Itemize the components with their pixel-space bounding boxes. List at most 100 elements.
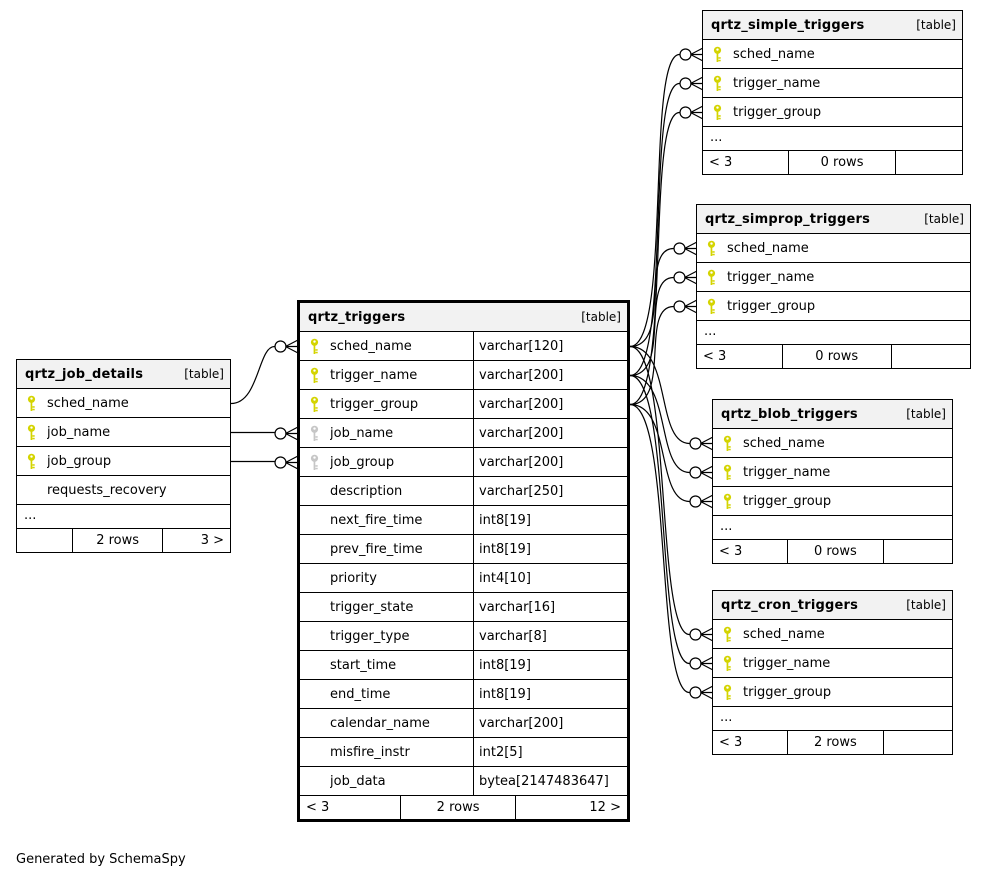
column-row-trigger_group: trigger_group bbox=[713, 678, 952, 707]
more-columns-ellipsis: ... bbox=[713, 516, 952, 540]
column-type: varchar[120] bbox=[473, 332, 627, 360]
primary-key-icon bbox=[17, 453, 47, 470]
column-name: calendar_name bbox=[330, 715, 430, 731]
column-row-job_name: job_name varchar[200] bbox=[300, 419, 627, 448]
column-name: trigger_group bbox=[743, 493, 832, 509]
column-name: job_data bbox=[330, 773, 386, 789]
footer-rows-count: 0 rows bbox=[788, 151, 894, 174]
column-row-priority: priority int4[10] bbox=[300, 564, 627, 593]
column-name: sched_name bbox=[330, 338, 412, 354]
primary-key-icon bbox=[300, 396, 330, 413]
primary-key-icon bbox=[697, 269, 727, 286]
column-row-job_name: job_name bbox=[17, 418, 230, 447]
column-name: trigger_name bbox=[727, 269, 815, 285]
table-header-qrtz_job_details[interactable]: qrtz_job_details [table] bbox=[17, 360, 230, 389]
column-name: sched_name bbox=[743, 435, 825, 451]
column-name: trigger_name bbox=[330, 367, 418, 383]
table-header-qrtz_simprop_triggers[interactable]: qrtz_simprop_triggers[table] bbox=[697, 205, 970, 234]
column-name: job_name bbox=[47, 424, 111, 440]
column-name: trigger_type bbox=[330, 628, 410, 644]
footer-children-count bbox=[882, 731, 952, 754]
table-qrtz_triggers: qrtz_triggers[table] sched_name varchar[12… bbox=[297, 300, 630, 822]
column-type: int2[5] bbox=[473, 738, 627, 766]
table-name: qrtz_triggers bbox=[308, 309, 406, 325]
more-columns-ellipsis: ... bbox=[713, 707, 952, 731]
column-row-sched_name: sched_name varchar[120] bbox=[300, 332, 627, 361]
footer-parents-count: < 3 bbox=[703, 349, 727, 364]
column-name: requests_recovery bbox=[47, 482, 167, 498]
column-name: trigger_name bbox=[743, 464, 831, 480]
footer-parents-count bbox=[17, 529, 72, 552]
footer-parents-count: < 3 bbox=[709, 155, 733, 170]
table-header-qrtz_cron_triggers[interactable]: qrtz_cron_triggers[table] bbox=[713, 591, 952, 620]
table-header-qrtz_simple_triggers[interactable]: qrtz_simple_triggers[table] bbox=[703, 11, 962, 40]
primary-key-icon bbox=[713, 493, 743, 510]
column-row-trigger_name: trigger_name bbox=[713, 458, 952, 487]
footer-rows-count: 2 rows bbox=[72, 529, 161, 552]
footer-children-count: 12 > bbox=[515, 796, 627, 819]
column-row-sched_name: sched_name bbox=[17, 389, 230, 418]
table-type-tag: [table] bbox=[184, 367, 224, 381]
column-row-requests_recovery: requests_recovery bbox=[17, 476, 230, 505]
column-row-trigger_name: trigger_name bbox=[697, 263, 970, 292]
column-name: trigger_name bbox=[743, 655, 831, 671]
primary-key-icon bbox=[300, 338, 330, 355]
column-type: varchar[8] bbox=[473, 622, 627, 650]
column-type: int8[19] bbox=[473, 535, 627, 563]
primary-key-icon bbox=[713, 464, 743, 481]
primary-key-icon bbox=[300, 367, 330, 384]
column-name: end_time bbox=[330, 686, 391, 702]
column-name: job_name bbox=[330, 425, 394, 441]
column-name: start_time bbox=[330, 657, 397, 673]
table-qrtz_job_details: qrtz_job_details [table] sched_name job_nam… bbox=[16, 359, 231, 553]
footer-children-count bbox=[882, 540, 952, 563]
column-type: int8[19] bbox=[473, 506, 627, 534]
table-name: qrtz_job_details bbox=[25, 366, 144, 382]
column-row-trigger_name: trigger_name bbox=[703, 69, 962, 98]
column-name: trigger_group bbox=[743, 684, 832, 700]
column-name: sched_name bbox=[733, 46, 815, 62]
column-row-sched_name: sched_name bbox=[713, 620, 952, 649]
column-name: trigger_state bbox=[330, 599, 414, 615]
primary-key-icon bbox=[713, 655, 743, 672]
footer-rows-count: 0 rows bbox=[787, 540, 883, 563]
column-name: priority bbox=[330, 570, 377, 586]
column-type: varchar[200] bbox=[473, 448, 627, 476]
column-name: job_group bbox=[47, 453, 112, 469]
primary-key-icon bbox=[703, 46, 733, 63]
table-type-tag: [table] bbox=[916, 18, 956, 32]
column-type: varchar[200] bbox=[473, 419, 627, 447]
column-row-sched_name: sched_name bbox=[703, 40, 962, 69]
primary-key-icon bbox=[17, 395, 47, 412]
column-type: int4[10] bbox=[473, 564, 627, 592]
generated-by-note: Generated by SchemaSpy bbox=[16, 852, 186, 867]
column-name: sched_name bbox=[727, 240, 809, 256]
table-header-qrtz_triggers[interactable]: qrtz_triggers[table] bbox=[300, 303, 627, 332]
column-type: varchar[200] bbox=[473, 390, 627, 418]
footer-children-count bbox=[890, 345, 970, 368]
primary-key-icon bbox=[697, 240, 727, 257]
primary-key-icon bbox=[697, 298, 727, 315]
footer-parents-count: < 3 bbox=[719, 735, 743, 750]
column-name: job_group bbox=[330, 454, 395, 470]
column-type: varchar[250] bbox=[473, 477, 627, 505]
column-row-trigger_name: trigger_name bbox=[713, 649, 952, 678]
column-name: sched_name bbox=[47, 395, 129, 411]
table-header-qrtz_blob_triggers[interactable]: qrtz_blob_triggers[table] bbox=[713, 400, 952, 429]
table-name: qrtz_blob_triggers bbox=[721, 406, 858, 422]
